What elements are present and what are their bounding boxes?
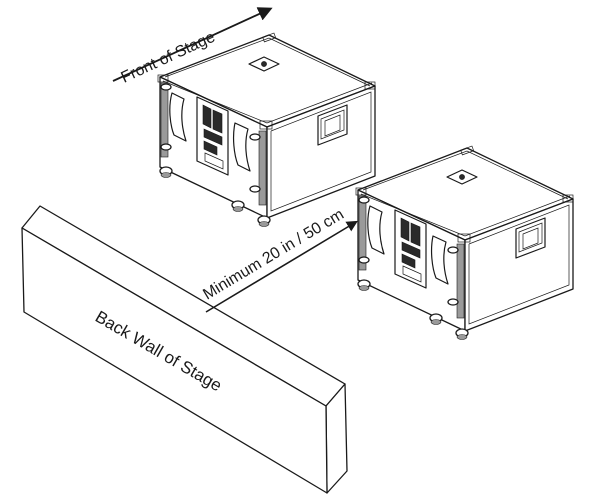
- subwoofer-rear: [355, 145, 574, 341]
- minimum-distance-arrow: [205, 220, 358, 313]
- subwoofer-front: [157, 32, 376, 228]
- minimum-distance-label: Minimum 20 in / 50 cm: [200, 206, 347, 303]
- front-of-stage-arrow: [112, 7, 273, 82]
- minimum-distance-indicator: Minimum 20 in / 50 cm: [200, 206, 358, 313]
- back-wall: Back Wall of Stage: [21, 205, 348, 494]
